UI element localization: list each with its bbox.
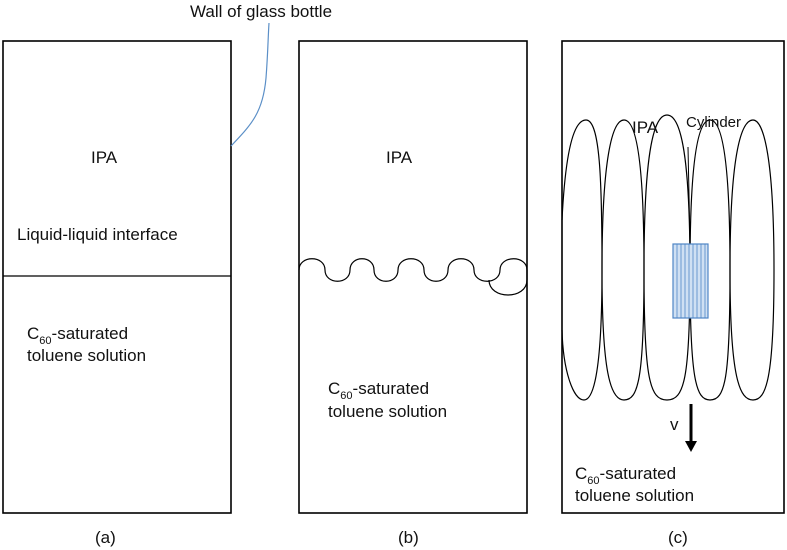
cylinder-label: Cylinder: [686, 114, 741, 131]
c-suffix: -saturated: [353, 379, 430, 398]
glass-wall-callout-line: [230, 22, 270, 147]
panel-a-box: [2, 40, 232, 514]
c-subscript: 60: [587, 475, 599, 487]
panel-b-caption: (b): [398, 528, 419, 547]
panel-b-bottom-line2: toluene solution: [328, 402, 447, 421]
panel-c-bottom-line1: C60-saturated: [575, 464, 676, 487]
loop-1: [561, 119, 603, 401]
c-prefix: C: [27, 324, 39, 343]
c-subscript: 60: [39, 335, 51, 347]
panel-c-meniscus-loops: [561, 114, 775, 401]
panel-c-ipa-label: IPA: [632, 118, 659, 137]
panel-b-box: [298, 40, 528, 514]
c-prefix: C: [328, 379, 340, 398]
c-suffix: -saturated: [52, 324, 129, 343]
velocity-label: v: [670, 415, 679, 434]
cylinder-pointer-line: [687, 146, 691, 245]
loop-5: [729, 119, 775, 401]
velocity-arrow-head: [685, 441, 697, 452]
panel-a-interface-label: Liquid-liquid interface: [17, 225, 178, 244]
panel-a-caption: (a): [95, 528, 116, 547]
panel-c-bottom-line2: toluene solution: [575, 486, 694, 505]
panel-c-caption: (c): [668, 528, 688, 547]
cylinder-hatch: [676, 244, 706, 318]
panel-a-bottom-line2: toluene solution: [27, 346, 146, 365]
c-prefix: C: [575, 464, 587, 483]
glass-wall-label: Wall of glass bottle: [190, 2, 332, 21]
panel-a-ipa-label: IPA: [91, 148, 118, 167]
panel-b-wavy-interface: [298, 258, 528, 296]
c-subscript: 60: [340, 390, 352, 402]
c-suffix: -saturated: [600, 464, 677, 483]
loop-2: [601, 119, 645, 401]
panel-b-bottom-line1: C60-saturated: [328, 379, 429, 402]
cylinder: [672, 243, 709, 319]
panel-b-ipa-label: IPA: [386, 148, 413, 167]
panel-c-box: [561, 40, 785, 514]
panel-a-bottom-line1: C60-saturated: [27, 324, 128, 347]
